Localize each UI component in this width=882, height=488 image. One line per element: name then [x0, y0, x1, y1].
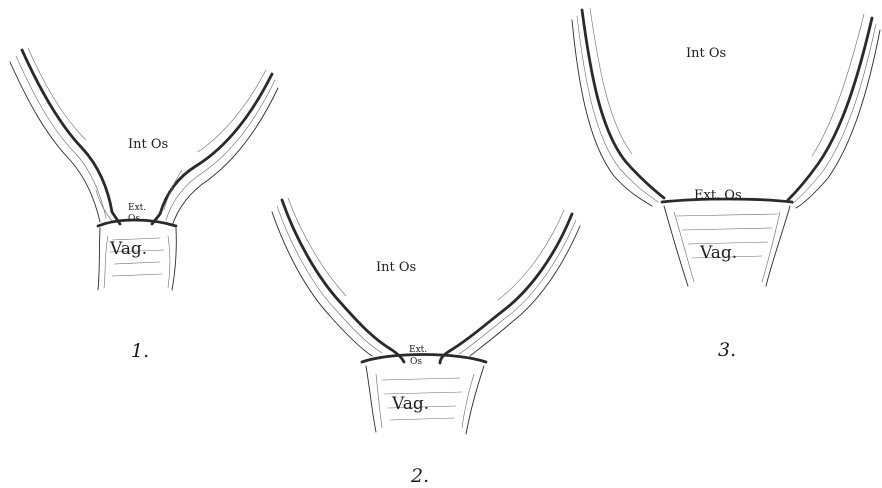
- fig1-vagina-label: Vag.: [109, 239, 147, 259]
- fig1-external-os-label-line1: Ext.: [128, 203, 146, 213]
- fig1-left-wall: [10, 48, 120, 224]
- fig3-internal-os-label: Int Os: [686, 46, 726, 61]
- fig2-number: 2.: [410, 465, 429, 487]
- fig2-right-wall: [440, 210, 580, 363]
- fig2-vagina-label: Vag.: [391, 394, 429, 414]
- fig1-external-os-label-line2: Os: [128, 214, 140, 224]
- fig3-number: 3.: [718, 339, 736, 361]
- fig2-external-os-label-line1: Ext.: [409, 345, 427, 355]
- fig3-right-wall: [788, 14, 880, 208]
- fig1-number: 1.: [131, 340, 149, 362]
- fig3-external-os-label: Ext. Os: [694, 188, 742, 203]
- fig3-vagina-label: Vag.: [699, 243, 737, 263]
- fig3-left-wall: [572, 8, 664, 206]
- fig1-right-wall: [152, 70, 278, 226]
- figure-2: Int Os Ext. Os Vag. 2.: [272, 198, 580, 487]
- figure-1: Int Os Ext. Os Vag. 1.: [10, 48, 278, 362]
- fig2-left-wall: [272, 198, 404, 362]
- fig2-internal-os-label: Int Os: [376, 260, 416, 275]
- fig2-external-os-label-line2: Os: [410, 357, 422, 367]
- fig1-internal-os-label: Int Os: [128, 137, 168, 152]
- figure-3: Int Os Ext. Os Vag. 3.: [572, 8, 880, 361]
